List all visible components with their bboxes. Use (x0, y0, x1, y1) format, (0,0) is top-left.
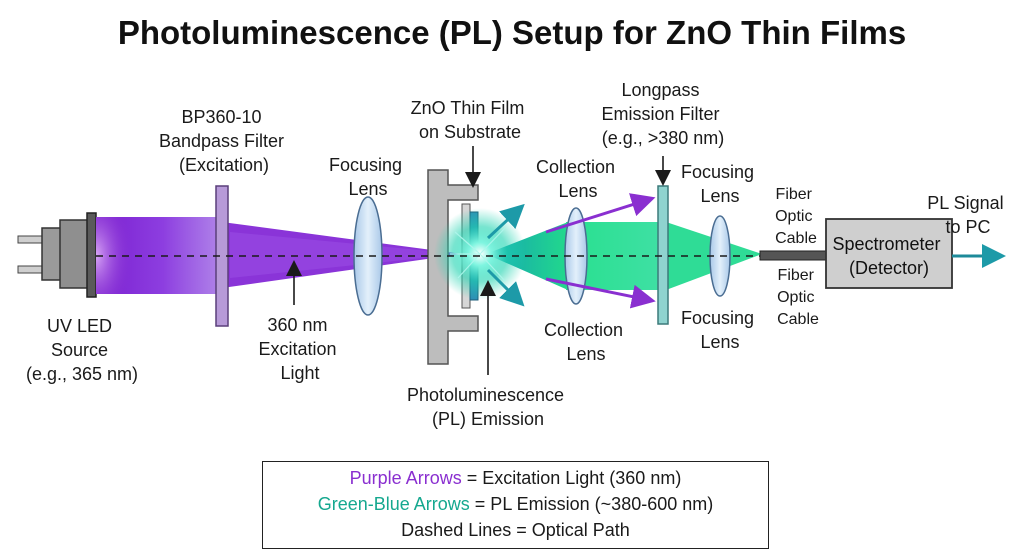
legend-box: Purple Arrows = Excitation Light (360 nm… (262, 461, 769, 549)
spectrometer-label: Spectrometer (Detector) (832, 234, 945, 278)
longpass-filter-label: Longpass Emission Filter (e.g., >380 nm) (601, 80, 724, 148)
emission-arrow-up (486, 203, 525, 240)
excitation-light-label: 360 nm Excitation Light (258, 315, 341, 383)
spectrometer (825, 218, 953, 289)
collection-lens-top-label: Collection Lens (536, 157, 620, 201)
collection-lens-bottom-label: Collection Lens (544, 320, 628, 364)
uv-led-source (17, 212, 97, 298)
excitation-arrow-down (545, 277, 656, 309)
legend-row-path: Dashed Lines = Optical Path (263, 520, 768, 541)
legend-text-emission: = PL Emission (~380-600 nm) (469, 494, 714, 514)
glow-rays (450, 227, 506, 282)
emission-arrow-down (486, 268, 525, 307)
legend-row-emission: Green-Blue Arrows = PL Emission (~380-60… (263, 494, 768, 515)
legend-text-path: Dashed Lines = Optical Path (401, 520, 630, 540)
legend-key-green: Green-Blue Arrows (317, 494, 470, 514)
zno-film-label: ZnO Thin Film on Substrate (411, 98, 530, 142)
fiber-top-label: Fiber Optic Cable (775, 186, 817, 247)
diagram-title: Photoluminescence (PL) Setup for ZnO Thi… (117, 14, 907, 51)
uv-led-label: UV LED Source (e.g., 365 nm) (26, 316, 138, 384)
legend-row-excitation: Purple Arrows = Excitation Light (360 nm… (263, 468, 768, 489)
focusing-lens-1-label: Focusing Lens (329, 155, 407, 199)
focusing-lens-2-bottom-label: Focusing Lens (681, 308, 759, 352)
pl-emission-label: Photoluminescence (PL) Emission (407, 385, 569, 429)
longpass-filter (657, 185, 669, 325)
pl-signal-label: PL Signal to PC (927, 193, 1008, 237)
fiber-bottom-label: Fiber Optic Cable (777, 267, 819, 328)
focusing-lens-2-top-label: Focusing Lens (681, 162, 759, 206)
bandpass-filter-label: BP360-10 Bandpass Filter (Excitation) (159, 107, 289, 175)
legend-text-excitation: = Excitation Light (360 nm) (461, 468, 682, 488)
excitation-arrow-up (545, 193, 656, 234)
fiber-optic-cable (759, 250, 827, 261)
legend-key-purple: Purple Arrows (349, 468, 462, 488)
